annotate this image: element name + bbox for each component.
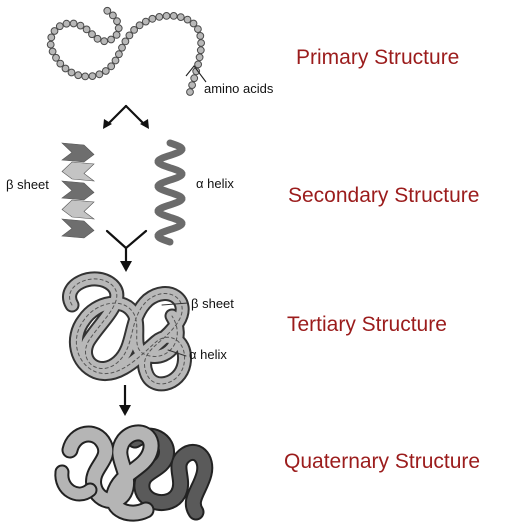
amino-acid-bead bbox=[103, 6, 112, 15]
amino-acid-bead bbox=[196, 46, 205, 55]
alpha-helix-label: α helix bbox=[196, 176, 234, 191]
amino-acid-bead bbox=[107, 35, 115, 44]
amino-acid-bead bbox=[101, 67, 110, 75]
branch-arrow-head-right bbox=[140, 119, 149, 129]
amino-acid-bead bbox=[176, 13, 185, 22]
amino-acids-label: amino acids bbox=[204, 81, 274, 96]
amino-acid-bead bbox=[130, 26, 139, 34]
amino-acid-bead bbox=[148, 14, 157, 23]
quaternary-structure-title: Quaternary Structure bbox=[284, 450, 481, 473]
beta-strand bbox=[61, 199, 96, 220]
amino-acid-bead bbox=[100, 37, 109, 46]
amino-acid-bead bbox=[46, 40, 55, 49]
amino-acid-bead bbox=[190, 74, 199, 83]
amino-acid-bead bbox=[88, 30, 96, 39]
amino-acid-bead bbox=[194, 25, 202, 34]
amino-acid-bead bbox=[186, 88, 194, 96]
branch-arrow-head-left bbox=[103, 119, 112, 129]
beta-strand bbox=[61, 161, 96, 182]
amino-acid-bead bbox=[141, 17, 150, 26]
down-arrow-head bbox=[119, 405, 131, 416]
amino-acid-bead bbox=[52, 53, 60, 62]
amino-acids-pointer bbox=[185, 65, 207, 83]
tertiary-fold bbox=[62, 271, 193, 392]
amino-acid-bead bbox=[47, 33, 56, 42]
tertiary-alpha-helix-pointer bbox=[167, 349, 187, 357]
amino-acid-bead bbox=[194, 60, 203, 69]
tertiary-beta-sheet-pointer bbox=[161, 302, 189, 306]
amino-acid-bead bbox=[61, 64, 70, 73]
amino-acid-bead bbox=[95, 70, 104, 79]
amino-acid-bead bbox=[93, 34, 102, 43]
amino-acid-bead bbox=[107, 62, 116, 71]
amino-acid-bead bbox=[112, 31, 121, 39]
amino-acid-bead bbox=[118, 43, 126, 52]
amino-acid-bead bbox=[48, 47, 57, 56]
amino-acid-bead bbox=[74, 71, 83, 80]
amino-acid-bead bbox=[111, 56, 120, 65]
amino-acid-bead bbox=[82, 25, 91, 34]
amino-acid-bead bbox=[88, 72, 97, 80]
tertiary-beta-sheet-label: β sheet bbox=[191, 296, 234, 311]
amino-acid-bead bbox=[195, 53, 204, 62]
quaternary-complex bbox=[54, 424, 214, 522]
tertiary-alpha-helix-label: α helix bbox=[189, 347, 227, 362]
amino-acid-bead bbox=[115, 50, 123, 59]
amino-acid-bead bbox=[197, 39, 206, 47]
branch-arrow bbox=[104, 104, 148, 128]
primary-structure-title: Primary Structure bbox=[296, 46, 460, 69]
amino-acid-bead bbox=[67, 68, 76, 77]
amino-acid-bead bbox=[76, 21, 85, 30]
alpha-helix-shape bbox=[154, 139, 186, 246]
amino-acid-bead bbox=[169, 12, 178, 20]
amino-acid-bead bbox=[125, 31, 134, 40]
amino-acid-bead bbox=[56, 59, 65, 68]
amino-acid-bead bbox=[192, 67, 201, 76]
amino-acid-bead bbox=[196, 32, 205, 40]
amino-acid-bead bbox=[189, 19, 198, 28]
beta-strand bbox=[61, 218, 95, 239]
amino-acid-bead bbox=[113, 17, 121, 26]
merge-arrow-head bbox=[120, 261, 132, 272]
beta-strand bbox=[61, 180, 95, 201]
beta-sheet-shape bbox=[61, 142, 96, 239]
amino-acid-bead bbox=[50, 27, 59, 35]
amino-acid-bead bbox=[121, 37, 130, 46]
amino-acid-bead bbox=[135, 21, 144, 30]
amino-acid-bead bbox=[62, 19, 71, 28]
beta-strand bbox=[61, 142, 95, 163]
amino-acid-bead bbox=[109, 11, 117, 20]
amino-acid-bead bbox=[162, 12, 171, 20]
secondary-structure-title: Secondary Structure bbox=[288, 184, 480, 207]
amino-acid-chain bbox=[46, 6, 206, 96]
amino-acid-bead bbox=[81, 72, 90, 81]
amino-acid-bead bbox=[188, 81, 197, 89]
beta-sheet-label: β sheet bbox=[6, 177, 49, 192]
amino-acid-bead bbox=[114, 24, 123, 33]
tertiary-structure-title: Tertiary Structure bbox=[287, 313, 447, 336]
amino-acid-bead bbox=[183, 15, 192, 24]
amino-acid-bead bbox=[155, 13, 164, 21]
amino-acid-bead bbox=[55, 22, 64, 31]
amino-acid-bead bbox=[69, 19, 78, 28]
merge-arrow bbox=[105, 229, 148, 264]
helix-ribbon bbox=[154, 139, 186, 246]
